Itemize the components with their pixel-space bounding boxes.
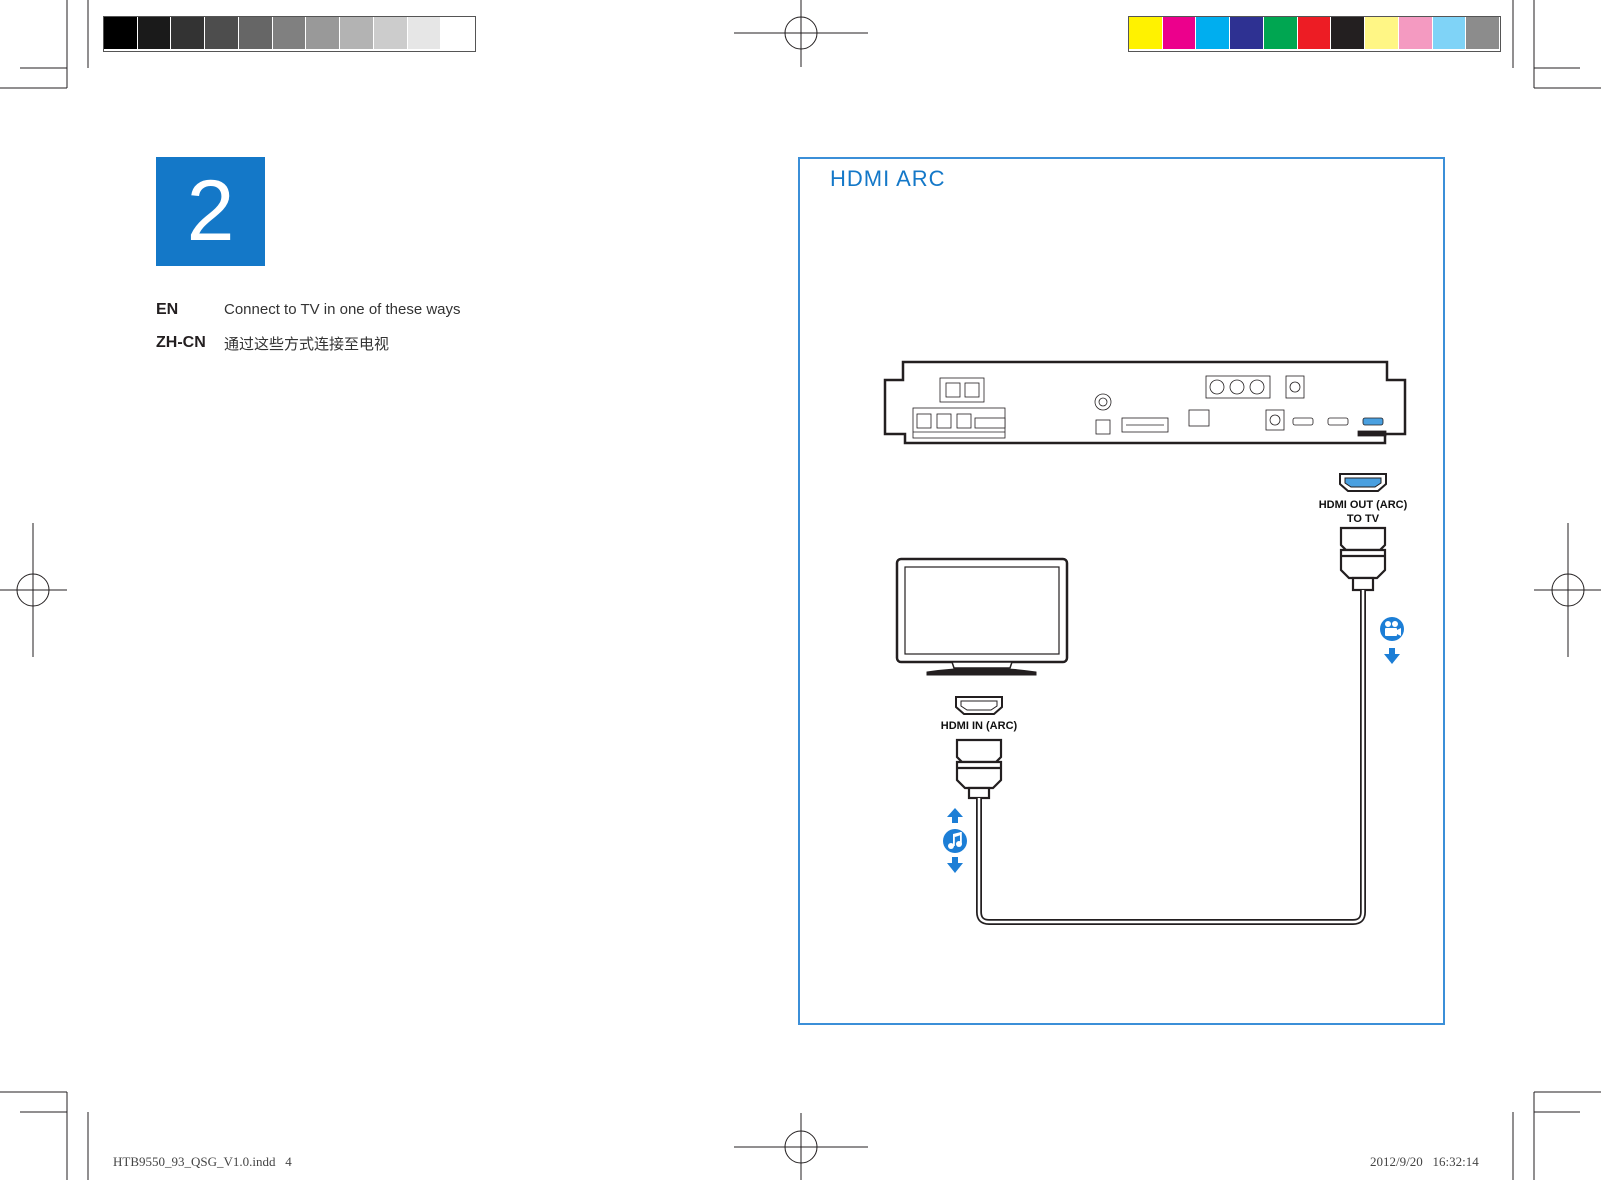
gray-swatch <box>306 17 340 49</box>
footer-timestamp: 2012/9/20 16:32:14 <box>1370 1154 1479 1169</box>
instruction-lang-en: EN <box>156 301 179 318</box>
music-note-icon <box>948 832 962 849</box>
gray-swatch <box>340 17 373 49</box>
color-swatch <box>1162 17 1196 49</box>
color-swatch <box>1263 17 1297 49</box>
device-rear-panel <box>883 360 1407 445</box>
device-port-label-line2: TO TV <box>1346 513 1380 525</box>
gray-swatch <box>238 17 272 49</box>
gray-swatch <box>137 17 171 49</box>
color-swatch <box>1297 17 1331 49</box>
color-swatch <box>1196 17 1230 49</box>
color-swatch <box>1398 17 1432 49</box>
gray-swatch <box>171 17 205 49</box>
device-hdmi-port-icon <box>1339 473 1387 492</box>
audio-return-indicator <box>943 808 967 873</box>
hdmi-arc-panel <box>798 157 1445 1025</box>
color-bar <box>1128 16 1501 52</box>
tv-hdmi-plug <box>955 738 1003 800</box>
video-output-indicator <box>1380 617 1404 664</box>
grayscale-bar <box>103 16 476 52</box>
gray-swatch <box>272 17 306 49</box>
footer-file: HTB9550_93_QSG_V1.0.indd 4 <box>113 1154 292 1169</box>
color-swatch <box>1365 17 1398 49</box>
instruction-lang-zh: ZH-CN <box>156 334 206 351</box>
tv-port-label: HDMI IN (ARC) <box>940 720 1018 732</box>
tv-illustration <box>895 557 1069 676</box>
gray-swatch <box>441 17 474 49</box>
instruction-text-en: Connect to TV in one of these ways <box>224 301 461 318</box>
tv-hdmi-port-icon <box>955 696 1003 715</box>
step-number: 2 <box>156 157 265 266</box>
device-port-label-line1: HDMI OUT (ARC) <box>1318 499 1408 511</box>
device-hdmi-plug <box>1339 526 1387 592</box>
instruction-text-zh: 通过这些方式连接至电视 <box>224 335 390 353</box>
gray-swatch <box>407 17 441 49</box>
panel-title: HDMI ARC <box>830 166 946 191</box>
color-swatch <box>1129 17 1162 49</box>
color-swatch <box>1331 17 1365 49</box>
gray-swatch <box>104 17 137 49</box>
video-camera-icon <box>1385 621 1401 636</box>
gray-swatch <box>373 17 407 49</box>
color-swatch <box>1432 17 1466 49</box>
gray-swatch <box>205 17 238 49</box>
color-swatch <box>1466 17 1499 49</box>
color-swatch <box>1230 17 1263 49</box>
